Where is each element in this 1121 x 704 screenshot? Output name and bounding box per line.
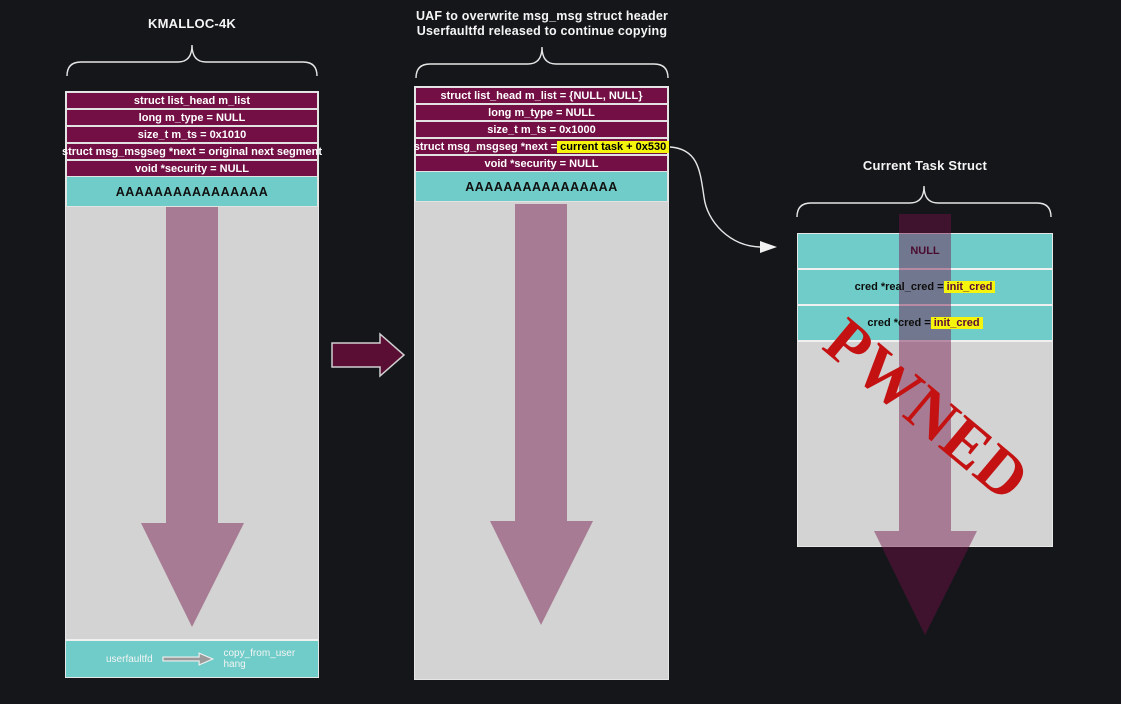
brace-icon xyxy=(415,46,669,79)
highlighted-value: current task + 0x530 xyxy=(557,140,670,153)
field-text: NULL xyxy=(910,245,940,257)
payload-text: AAAAAAAAAAAAAAAA xyxy=(465,179,618,194)
field-text: cred *real_cred = xyxy=(854,281,944,293)
struct-field-row: struct list_head m_list = {NULL, NULL} xyxy=(415,87,668,104)
curved-pointer-arrow xyxy=(669,146,761,248)
field-text: struct msg_msgseg *next = xyxy=(413,140,558,153)
brace-icon xyxy=(66,44,318,77)
task-field-row: NULL xyxy=(798,234,1052,270)
task-body xyxy=(798,342,1052,546)
struct-field-row: void *security = NULL xyxy=(415,155,668,172)
right-arrow-icon xyxy=(162,652,215,666)
field-text: long m_type = NULL xyxy=(488,106,595,119)
struct-field-row: long m_type = NULL xyxy=(66,109,318,126)
field-text: size_t m_ts = 0x1000 xyxy=(487,123,596,136)
field-text: cred *cred = xyxy=(867,317,931,329)
task-field-row: cred *real_cred = init_cred xyxy=(798,270,1052,306)
kmalloc-4k-title: KMALLOC-4K xyxy=(148,16,236,31)
highlighted-value: init_cred xyxy=(930,317,983,329)
payload-text: AAAAAAAAAAAAAAAA xyxy=(115,184,269,199)
task-struct-box: NULL cred *real_cred = init_cred cred *c… xyxy=(797,233,1053,547)
struct-field-row: void *security = NULL xyxy=(66,160,318,177)
highlighted-value: init_cred xyxy=(943,281,996,293)
struct-field-row: size_t m_ts = 0x1000 xyxy=(415,121,668,138)
field-text: struct list_head m_list = {NULL, NULL} xyxy=(440,89,643,102)
field-text: void *security = NULL xyxy=(134,162,249,175)
step-arrow-icon xyxy=(331,332,406,378)
field-text: struct list_head m_list xyxy=(133,94,251,107)
struct-field-row: struct list_head m_list xyxy=(66,92,318,109)
task-field-row: cred *cred = init_cred xyxy=(798,306,1052,342)
payload-row: AAAAAAAAAAAAAAAA xyxy=(415,172,668,202)
field-text: long m_type = NULL xyxy=(138,111,246,124)
heap-body xyxy=(415,202,668,679)
uaf-title-line1: UAF to overwrite msg_msg struct header xyxy=(415,9,669,23)
uaf-title-line2: Userfaultfd released to continue copying xyxy=(416,24,668,38)
struct-field-row: struct msg_msgseg *next = original next … xyxy=(62,143,322,160)
userfaultfd-row: userfaultfd copy_from_user hang xyxy=(66,639,318,677)
field-text: struct msg_msgseg *next = original next … xyxy=(61,145,323,158)
curved-pointer-arrowhead xyxy=(760,241,777,253)
field-text: size_t m_ts = 0x1010 xyxy=(137,128,247,141)
payload-row: AAAAAAAAAAAAAAAA xyxy=(66,177,318,207)
field-text: void *security = NULL xyxy=(484,157,599,170)
userfaultfd-label: userfaultfd xyxy=(106,653,153,665)
current-task-title: Current Task Struct xyxy=(862,158,988,173)
heap-body xyxy=(66,207,318,639)
struct-field-row: long m_type = NULL xyxy=(415,104,668,121)
overwritten-chunk-box: struct list_head m_list = {NULL, NULL} l… xyxy=(413,86,670,680)
copy-from-user-label: copy_from_user hang xyxy=(223,648,296,670)
brace-icon xyxy=(796,185,1052,218)
struct-field-row-next-pointer: struct msg_msgseg *next = current task +… xyxy=(413,138,670,155)
kmalloc-chunk-box: struct list_head m_list long m_type = NU… xyxy=(62,91,322,678)
struct-field-row: size_t m_ts = 0x1010 xyxy=(66,126,318,143)
uaf-title: UAF to overwrite msg_msg struct header U… xyxy=(404,9,680,39)
